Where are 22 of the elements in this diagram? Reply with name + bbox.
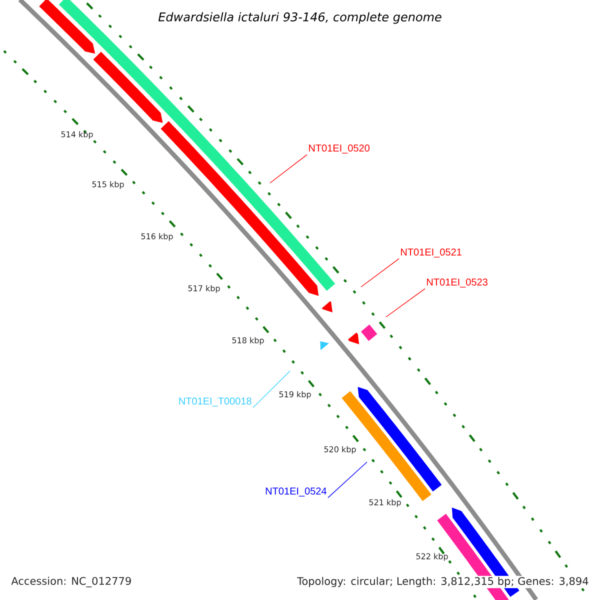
scale-label: 521 kbp xyxy=(369,499,401,507)
footer-text: Topology: circular; Length: 3,812,315 bp; Genes: 3,894 xyxy=(296,576,590,588)
footer-text: Accession: NC_012779 xyxy=(10,576,133,588)
scale-label: 517 kbp xyxy=(188,285,220,293)
scale-label: 522 kbp xyxy=(416,553,448,561)
title: Edwardsiella ictaluri 93-146, complete genome xyxy=(158,12,442,24)
gene-label: NT01EI_0524 xyxy=(266,488,326,496)
gene-label: NT01EI_T00018 xyxy=(179,398,252,406)
gene-label: NT01EI_0521 xyxy=(401,248,462,258)
gene-label: NT01EI_0523 xyxy=(427,278,488,288)
scale-label: 514 kbp xyxy=(61,131,93,139)
scale-label: 518 kbp xyxy=(232,337,264,345)
scale-label: 516 kbp xyxy=(141,233,173,241)
scale-label: 519 kbp xyxy=(279,391,311,399)
leader-line xyxy=(270,154,308,184)
scale-label: 520 kbp xyxy=(324,446,356,454)
gene-label: NT01EI_0520 xyxy=(309,144,370,154)
leader-line xyxy=(386,288,426,318)
leader-line xyxy=(328,462,368,498)
scale-label: 515 kbp xyxy=(92,181,124,189)
leader-line xyxy=(360,258,400,288)
leader-line xyxy=(252,370,290,408)
